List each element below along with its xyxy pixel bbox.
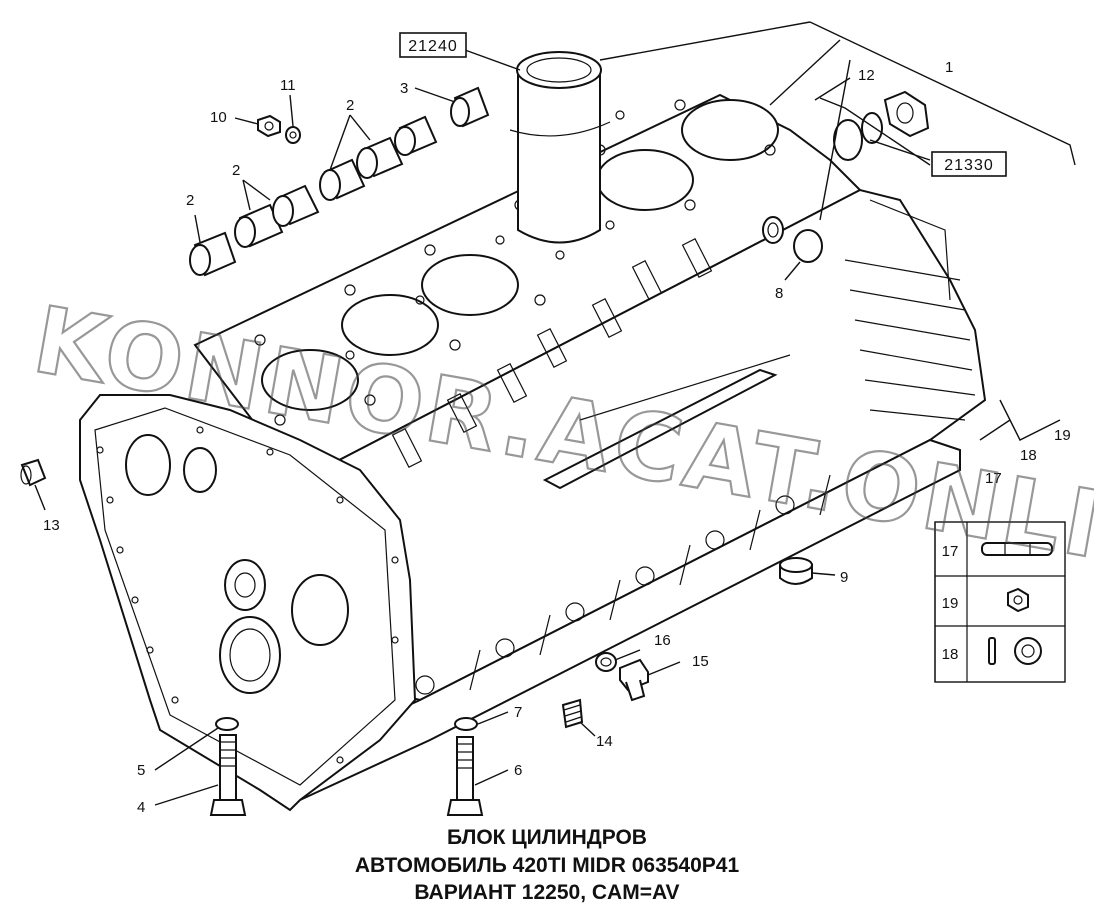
bushing-3	[450, 86, 490, 128]
ref-box-21330: 21330	[931, 151, 1007, 177]
callout-3: 3	[400, 80, 408, 97]
bolt-4	[209, 734, 247, 816]
caption-title: БЛОК ЦИЛИНДРОВ	[447, 826, 647, 849]
fitting-21330	[833, 90, 930, 161]
stud-14	[561, 698, 584, 729]
callout-5: 5	[137, 762, 145, 779]
cap-9	[779, 557, 813, 585]
washer-16	[595, 652, 617, 672]
callout-14: 14	[596, 733, 613, 750]
washer-7	[454, 717, 478, 731]
bolt-6	[446, 736, 484, 816]
callout-11: 11	[280, 77, 296, 94]
callout-16: 16	[654, 632, 671, 649]
callout-numbers: 1 2 2 2 3 4 5 6 7 8 9 10 11 12 13 14 15 …	[43, 59, 1071, 816]
svg-text:21330: 21330	[944, 157, 994, 174]
callout-15: 15	[692, 653, 709, 670]
callout-2: 2	[232, 162, 240, 179]
callout-17: 17	[985, 470, 1002, 487]
cylinder-block	[193, 93, 987, 802]
callout-12: 12	[858, 67, 875, 84]
nut-10	[257, 114, 281, 138]
washer-5	[215, 717, 239, 731]
callout-19: 19	[1054, 427, 1071, 444]
callout-4: 4	[137, 799, 145, 816]
callout-2: 2	[346, 97, 354, 114]
washer-18-symbol	[1014, 637, 1042, 665]
svg-text:21240: 21240	[408, 38, 458, 55]
leader-lines	[34, 21, 1076, 806]
caption-vehicle: АВТОМОБИЛЬ 420TI MIDR 063540P41	[354, 854, 740, 877]
callout-7: 7	[514, 704, 522, 721]
legend-label-17: 17	[942, 543, 959, 560]
front-end-plate	[79, 394, 417, 812]
callout-18: 18	[1020, 447, 1037, 464]
callout-1: 1	[945, 59, 953, 76]
cam-bushings	[189, 115, 438, 277]
nut-19-symbol	[1007, 587, 1029, 613]
legend-label-19: 19	[942, 595, 959, 612]
legend-label-18: 18	[942, 646, 959, 663]
callout-13: 13	[43, 517, 60, 534]
plug-8	[762, 216, 823, 263]
callout-2: 2	[186, 192, 194, 209]
callout-8: 8	[775, 285, 783, 302]
washer-edge-18-symbol	[988, 637, 996, 665]
ref-box-21240: 21240	[399, 32, 467, 58]
callout-10: 10	[210, 109, 227, 126]
cylinder-liner	[509, 51, 611, 244]
callout-6: 6	[514, 762, 522, 779]
caption-variant: ВАРИАНТ 12250, CAM=AV	[414, 881, 680, 904]
washer-11	[285, 126, 301, 144]
small-parts-legend: 17 19 18	[934, 521, 1066, 683]
drain-plug-15	[619, 658, 649, 702]
callout-9: 9	[840, 569, 848, 586]
plug-13	[20, 458, 47, 487]
pin-17-symbol	[981, 542, 1053, 556]
